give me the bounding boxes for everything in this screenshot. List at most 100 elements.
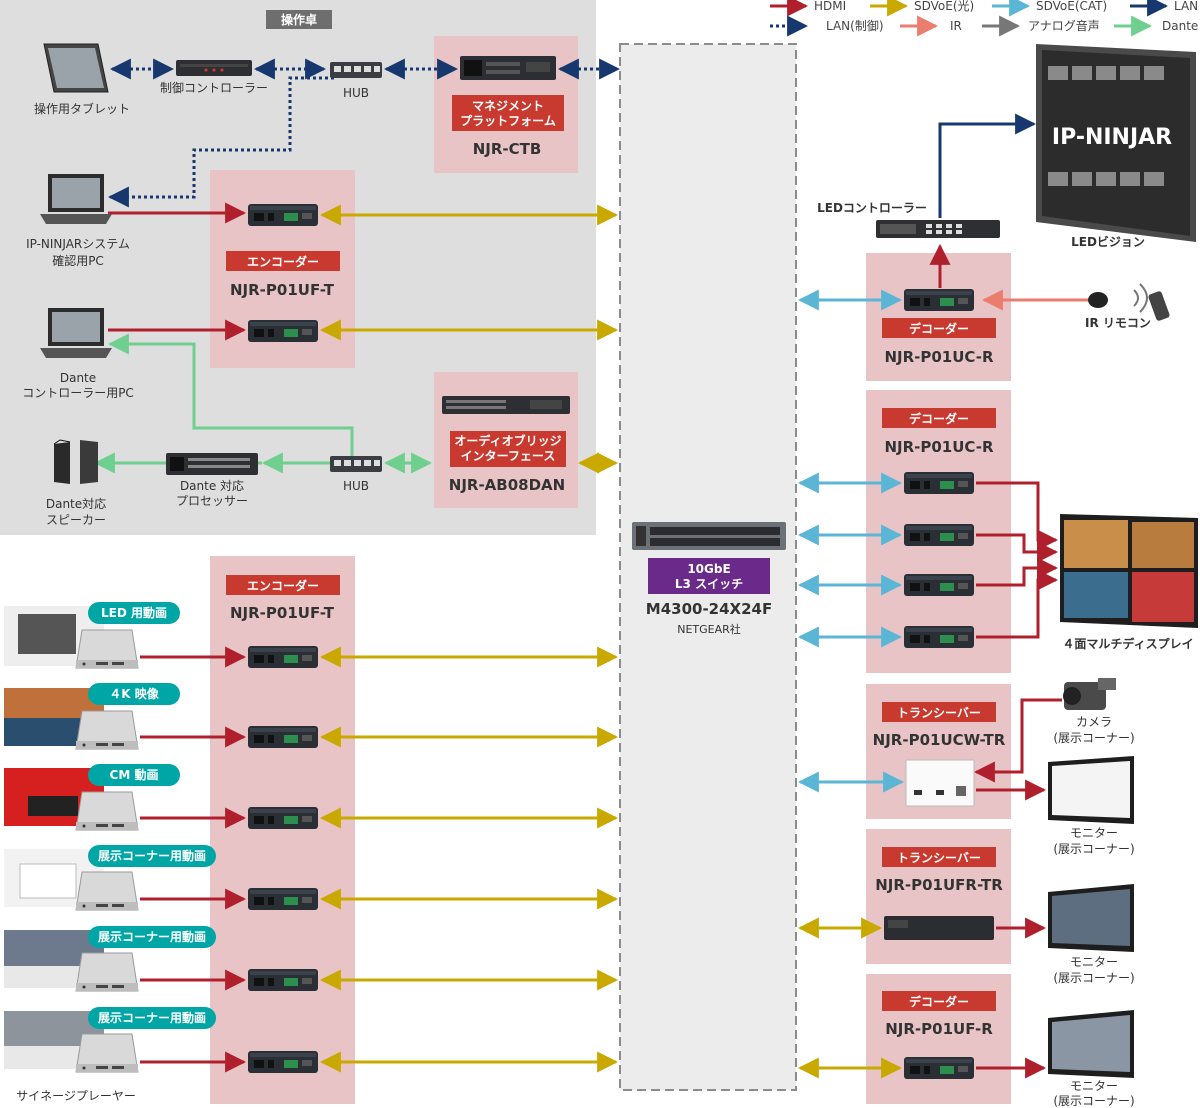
enc-bottom-badge bbox=[226, 575, 340, 595]
monitor-icon bbox=[1048, 884, 1134, 952]
speaker-icon bbox=[53, 439, 98, 484]
hub1-label: HUB bbox=[343, 86, 369, 100]
dec1-badge-text: デコーダー bbox=[909, 321, 969, 336]
source-badge bbox=[88, 602, 180, 624]
ctb-badge-line1: マネジメント bbox=[472, 99, 544, 113]
pc1-label-line1: IP-NINJARシステム bbox=[26, 237, 130, 251]
controller-icon bbox=[176, 60, 252, 76]
monitor3-label-line1: モニター bbox=[1070, 1079, 1118, 1093]
signage-label: サイネージプレーヤー bbox=[16, 1089, 136, 1103]
switch-model: M4300-24X24F bbox=[646, 600, 772, 618]
switch-badge-line1: 10GbE bbox=[687, 562, 730, 576]
source-badge bbox=[88, 683, 180, 705]
ir-remote-icon bbox=[1088, 283, 1170, 321]
source-label-4: 展示コーナー用動画 bbox=[98, 848, 206, 863]
encoder-device-icon bbox=[248, 888, 318, 910]
tablet-icon bbox=[43, 43, 109, 93]
connections bbox=[93, 58, 1088, 1079]
processor-icon bbox=[166, 453, 258, 475]
controller-label: 制御コントローラー bbox=[160, 80, 268, 95]
led-vision-label: LEDビジョン bbox=[1071, 234, 1145, 249]
signage-player-icon bbox=[75, 1033, 139, 1073]
source-label-6: 展示コーナー用動画 bbox=[98, 1010, 206, 1025]
monitor-icon bbox=[1048, 1010, 1134, 1078]
source-badge bbox=[88, 1007, 216, 1029]
led-vision-logo: IP-NINJAR bbox=[1052, 125, 1172, 150]
dec2-model: NJR-P01UC-R bbox=[884, 438, 994, 456]
signage-player-icon bbox=[75, 710, 139, 750]
dec1-badge bbox=[882, 318, 996, 338]
dec2-badge bbox=[882, 408, 996, 428]
dec3-badge bbox=[882, 991, 996, 1011]
enc-top-model: NJR-P01UF-T bbox=[230, 281, 335, 299]
ctb-device-icon bbox=[460, 56, 556, 80]
decoder-device-icon bbox=[904, 289, 974, 311]
switch-badge bbox=[648, 558, 770, 594]
dec3-model: NJR-P01UF-R bbox=[885, 1020, 993, 1038]
enc-bottom-badge-text: エンコーダー bbox=[247, 578, 319, 593]
laptop-icon bbox=[40, 308, 112, 358]
monitor2-label-line1: モニター bbox=[1070, 955, 1118, 969]
source-label-2: ４K 映像 bbox=[109, 686, 159, 701]
switch-maker: NETGEAR社 bbox=[677, 622, 741, 636]
legend-dante: Dante bbox=[1162, 19, 1198, 33]
legend-sdvoe-cat: SDVoE(CAT) bbox=[1036, 0, 1107, 13]
switch-badge-line2: L3 スイッチ bbox=[675, 577, 743, 591]
audio-badge-line1: オーディオブリッジ bbox=[454, 433, 561, 448]
signage-player-icon bbox=[75, 791, 139, 831]
decoder-device-icon bbox=[904, 626, 974, 648]
decoder-device-icon bbox=[904, 472, 974, 494]
hub-icon bbox=[330, 62, 382, 78]
tr2-badge bbox=[882, 847, 996, 867]
tr1-badge-text: トランシーバー bbox=[897, 706, 981, 720]
audio-badge bbox=[450, 431, 566, 467]
monitor3-label-line2: (展示コーナー) bbox=[1053, 1094, 1134, 1108]
encoder-device-icon bbox=[248, 969, 318, 991]
legend-hdmi: HDMI bbox=[814, 0, 846, 13]
tr1-badge bbox=[882, 702, 996, 722]
signage-player-icon bbox=[75, 629, 139, 669]
switch-device-icon bbox=[632, 522, 786, 550]
processor-label-line1: Dante 対応 bbox=[180, 479, 244, 493]
multi-display-label: ４面マルチディスプレイ bbox=[1062, 636, 1193, 651]
legend-lan: LAN bbox=[1174, 0, 1198, 13]
audio-badge-line2: インターフェース bbox=[461, 449, 556, 463]
camera-label-line2: (展示コーナー) bbox=[1053, 731, 1134, 745]
led-controller-label: LEDコントローラー bbox=[817, 201, 927, 215]
monitor-icon bbox=[1048, 756, 1134, 824]
multi-display-icon bbox=[1060, 514, 1198, 628]
pc2-label-line2: コントローラー用PC bbox=[22, 386, 134, 400]
legend-sdvoe-fiber: SDVoE(光) bbox=[914, 0, 974, 13]
audio-model: NJR-AB08DAN bbox=[449, 476, 565, 494]
dec1-model: NJR-P01UC-R bbox=[884, 348, 994, 366]
signage-player-icon bbox=[75, 871, 139, 911]
enc-top-badge-text: エンコーダー bbox=[247, 254, 319, 269]
monitor1-label-line2: (展示コーナー) bbox=[1053, 842, 1134, 856]
legend-ir: IR bbox=[950, 19, 962, 33]
source-badge bbox=[88, 926, 216, 948]
encoder-device-icon bbox=[248, 726, 318, 748]
source-badge bbox=[88, 764, 180, 786]
source-label-5: 展示コーナー用動画 bbox=[98, 929, 206, 944]
tablet-label: 操作用タブレット bbox=[34, 101, 130, 116]
led-controller-icon bbox=[876, 220, 1000, 238]
monitor2-label-line2: (展示コーナー) bbox=[1053, 971, 1134, 985]
transceiver-box-icon bbox=[884, 916, 994, 940]
legend-lan-control: LAN(制御) bbox=[826, 18, 884, 33]
encoder-device-icon bbox=[248, 646, 318, 668]
monitor1-label-line1: モニター bbox=[1070, 826, 1118, 840]
hub-icon bbox=[330, 456, 382, 472]
tr1-model: NJR-P01UCW-TR bbox=[873, 731, 1006, 749]
hub2-label: HUB bbox=[343, 479, 369, 493]
ctb-badge bbox=[452, 95, 564, 131]
led-vision-icon bbox=[1036, 44, 1196, 242]
decoder-device-icon bbox=[904, 574, 974, 596]
legend-analog-audio: アナログ音声 bbox=[1028, 18, 1100, 33]
speaker-label-line2: スピーカー bbox=[46, 513, 106, 527]
enc-bottom-model: NJR-P01UF-T bbox=[230, 604, 335, 622]
audio-bridge-icon bbox=[442, 396, 570, 414]
decoder-device-icon bbox=[904, 1057, 974, 1079]
encoder-device-icon bbox=[248, 807, 318, 829]
encoder-device-icon bbox=[248, 320, 318, 342]
